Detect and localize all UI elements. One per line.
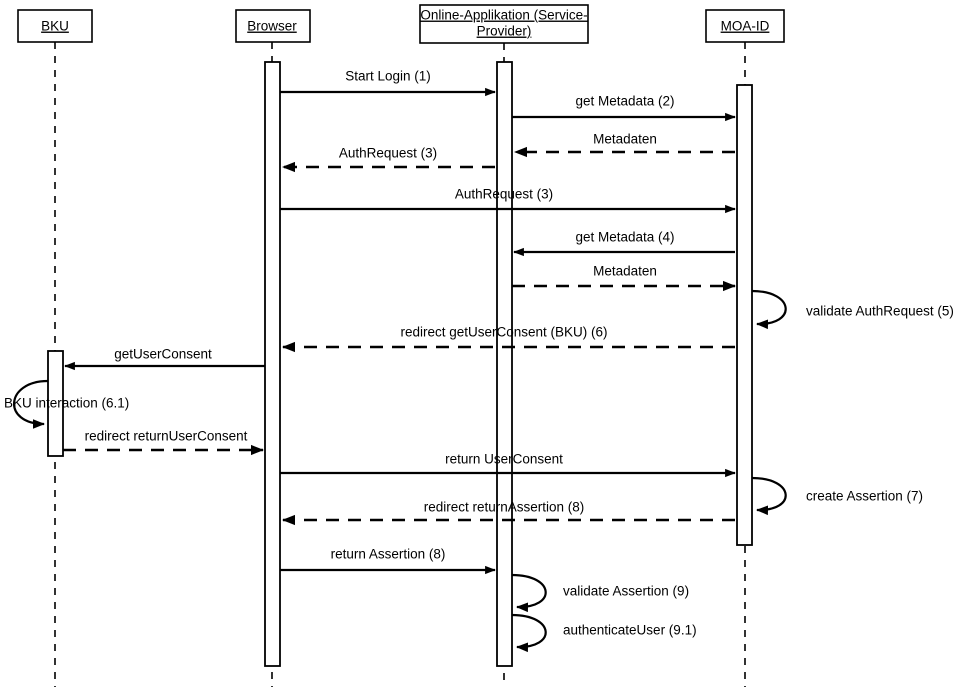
lifeline-head-browser[interactable]: Browser bbox=[235, 9, 311, 43]
activation-bar-browser bbox=[264, 61, 281, 667]
message-label-getuserconsent: getUserConsent bbox=[114, 347, 212, 362]
message-label-redirect-returnuserconsent: redirect returnUserConsent bbox=[85, 429, 248, 444]
message-label-return-userconsent: return UserConsent bbox=[445, 452, 563, 467]
message-label-metadaten-1: Metadaten bbox=[593, 132, 657, 147]
lifeline-label-bku: BKU bbox=[41, 19, 69, 34]
lifeline-box-bku bbox=[17, 9, 93, 43]
lifeline-box-browser bbox=[235, 9, 311, 43]
message-label-return-assertion: return Assertion (8) bbox=[331, 547, 446, 562]
lifeline-head-bku[interactable]: BKU bbox=[17, 9, 93, 43]
message-label-start-login: Start Login (1) bbox=[345, 69, 431, 84]
message-labels: Start Login (1) get Metadata (2) Metadat… bbox=[4, 69, 954, 638]
message-label-validate-assertion: validate Assertion (9) bbox=[563, 584, 689, 599]
self-loop-authenticate-user bbox=[511, 613, 547, 653]
lifeline-box-online-applikation bbox=[419, 4, 589, 44]
self-loop-bku-interaction bbox=[13, 379, 49, 429]
message-label-get-metadata-4: get Metadata (4) bbox=[575, 230, 674, 245]
self-loop-create-assertion bbox=[751, 476, 787, 516]
lifeline-label-browser: Browser bbox=[247, 19, 297, 34]
message-label-authenticate-user: authenticateUser (9.1) bbox=[563, 623, 697, 638]
lifeline-head-moaid[interactable]: MOA-ID bbox=[705, 9, 785, 43]
lifeline-box-moaid bbox=[705, 9, 785, 43]
message-label-redirect-getuserconsent: redirect getUserConsent (BKU) (6) bbox=[400, 325, 607, 340]
activation-bar-oa bbox=[496, 61, 513, 667]
message-label-metadaten-2: Metadaten bbox=[593, 264, 657, 279]
message-label-authrequest-solid: AuthRequest (3) bbox=[455, 187, 553, 202]
activation-bars bbox=[47, 61, 753, 667]
lifeline-label-online-applikation-line2: Provider) bbox=[477, 24, 532, 39]
lifeline-label-moaid: MOA-ID bbox=[721, 19, 770, 34]
lifeline-heads: BKU Browser Online-Applikation (Service-… bbox=[17, 4, 785, 44]
message-label-redirect-returnassertion: redirect returnAssertion (8) bbox=[424, 500, 585, 515]
self-loop-validate-authrequest bbox=[751, 289, 787, 330]
lifeline-label-online-applikation-line1: Online-Applikation (Service- bbox=[420, 8, 587, 23]
activation-bar-bku bbox=[47, 350, 64, 457]
self-message-loops bbox=[13, 289, 787, 653]
lifeline-head-online-applikation[interactable]: Online-Applikation (Service- Provider) bbox=[419, 4, 589, 44]
message-arrows bbox=[63, 87, 736, 575]
message-label-get-metadata-2: get Metadata (2) bbox=[575, 94, 674, 109]
message-label-bku-interaction: BKU interaction (6.1) bbox=[4, 396, 129, 411]
message-label-authrequest-dashed: AuthRequest (3) bbox=[339, 146, 437, 161]
message-label-create-assertion: create Assertion (7) bbox=[806, 489, 923, 504]
activation-bar-moaid bbox=[736, 84, 753, 546]
self-loop-validate-assertion bbox=[511, 573, 547, 613]
message-label-validate-authrequest: validate AuthRequest (5) bbox=[806, 304, 954, 319]
